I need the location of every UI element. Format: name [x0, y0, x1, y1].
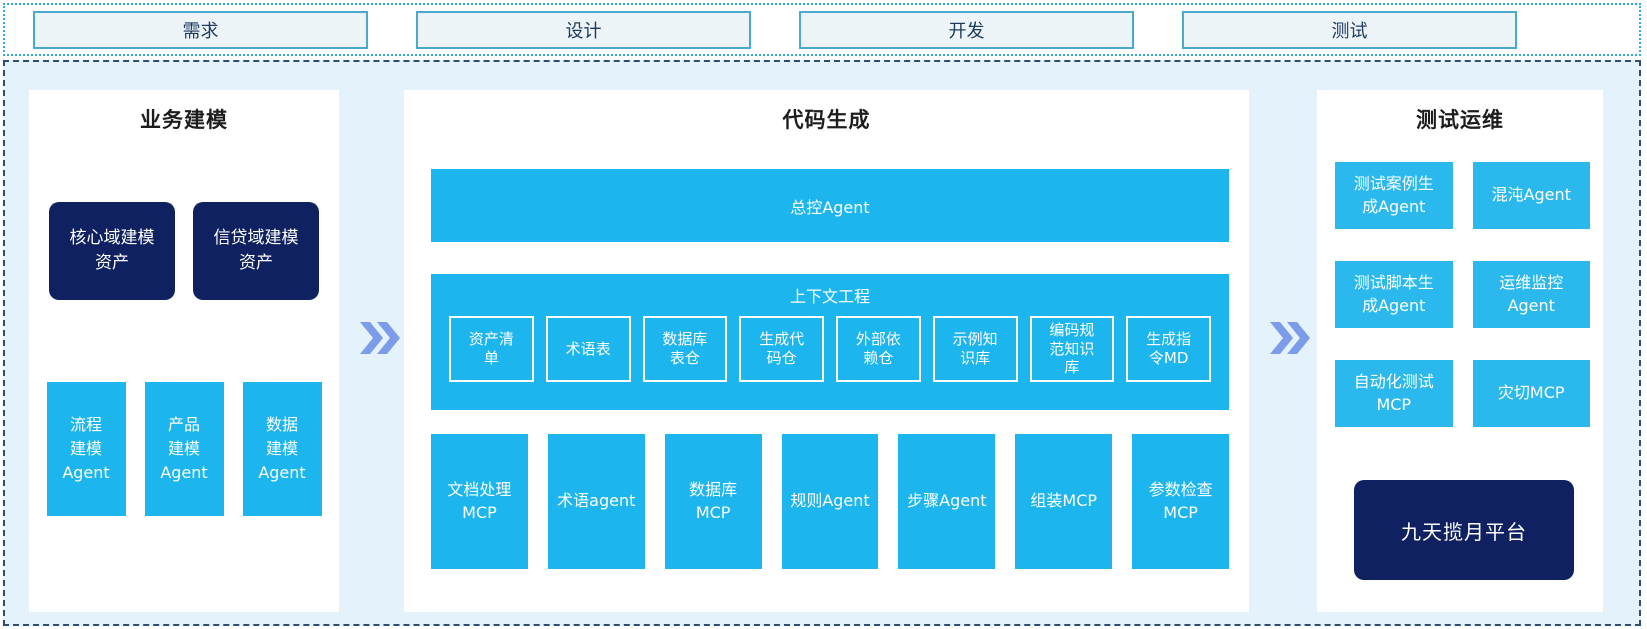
node-product-modeling-agent: 产品建模Agent: [144, 382, 224, 516]
context-items-row: 资产清单 术语表 数据库表仓 生成代码仓 外部依赖仓 示例知识库 编码规范知识库…: [431, 307, 1229, 382]
node-terminology-agent: 术语agent: [547, 434, 645, 569]
node-automated-testing-mcp: 自动化测试MCP: [1335, 360, 1453, 427]
panel-title-test-ops: 测试运维: [1416, 108, 1504, 132]
node-disaster-switchover-mcp: 灾切MCP: [1472, 360, 1590, 427]
node-parameter-check-mcp: 参数检查MCP: [1132, 434, 1230, 569]
phase-strip: 需求 设计 开发 测试: [3, 3, 1641, 56]
node-step-agent: 步骤Agent: [898, 434, 996, 569]
test-ops-grid: 测试案例生成Agent 混沌Agent 测试脚本生成Agent 运维监控Agen…: [1335, 162, 1590, 427]
node-ops-monitoring-agent: 运维监控Agent: [1472, 261, 1590, 328]
double-chevron-right-icon: [1270, 322, 1310, 354]
node-core-domain-modeling-assets: 核心域建模资产: [49, 202, 175, 300]
panel-title-business-modeling: 业务建模: [140, 108, 228, 132]
node-credit-domain-modeling-assets: 信贷域建模资产: [193, 202, 319, 300]
node-test-script-generation-agent: 测试脚本生成Agent: [1335, 261, 1453, 328]
node-generate-instruction-md: 生成指令MD: [1126, 316, 1211, 382]
node-doc-processing-mcp: 文档处理MCP: [431, 434, 528, 569]
node-example-knowledge-base: 示例知识库: [932, 316, 1018, 382]
context-engineering-title: 上下文工程: [789, 287, 870, 306]
panel-title-code-generation: 代码生成: [782, 108, 871, 132]
business-assets-row: 核心域建模资产 信贷域建模资产: [29, 202, 339, 300]
node-rule-agent: 规则Agent: [781, 434, 879, 569]
business-agents-row: 流程建模Agent 产品建模Agent 数据建模Agent: [29, 382, 339, 516]
phase-design: 设计: [416, 10, 751, 49]
node-master-control-agent: 总控Agent: [431, 169, 1229, 242]
context-engineering-group: 上下文工程 资产清单 术语表 数据库表仓 生成代码仓 外部依赖仓 示例知识库 编…: [431, 274, 1229, 410]
node-glossary: 术语表: [545, 316, 631, 382]
phase-testing: 测试: [1182, 10, 1517, 49]
node-asset-list: 资产清单: [449, 316, 534, 382]
panel-code-generation: 代码生成 总控Agent 上下文工程 资产清单 术语表 数据库表仓 生成代码仓 …: [404, 90, 1249, 612]
node-jiutian-lanyue-platform: 九天揽月平台: [1354, 480, 1574, 580]
node-process-modeling-agent: 流程建模Agent: [46, 382, 126, 516]
node-coding-standards-knowledge-base: 编码规范知识库: [1029, 316, 1115, 382]
double-chevron-right-icon: [360, 322, 400, 354]
node-test-case-generation-agent: 测试案例生成Agent: [1335, 162, 1453, 229]
phase-requirements: 需求: [33, 10, 368, 49]
panel-business-modeling: 业务建模 核心域建模资产 信贷域建模资产 流程建模Agent 产品建模Agent…: [29, 90, 339, 612]
phase-development: 开发: [799, 10, 1134, 49]
node-chaos-agent: 混沌Agent: [1472, 162, 1590, 229]
codegen-tools-row: 文档处理MCP 术语agent 数据库MCP 规则Agent 步骤Agent 组…: [431, 434, 1230, 569]
node-assembly-mcp: 组装MCP: [1015, 434, 1113, 569]
node-external-dependency-repo: 外部依赖仓: [836, 316, 921, 382]
panel-test-ops: 测试运维 测试案例生成Agent 混沌Agent 测试脚本生成Agent 运维监…: [1317, 90, 1603, 612]
node-database-table-repo: 数据库表仓: [642, 316, 728, 382]
node-data-modeling-agent: 数据建模Agent: [242, 382, 322, 516]
main-container: 业务建模 核心域建模资产 信贷域建模资产 流程建模Agent 产品建模Agent…: [3, 60, 1641, 626]
node-database-mcp: 数据库MCP: [664, 434, 762, 569]
node-generated-code-repo: 生成代码仓: [739, 316, 824, 382]
